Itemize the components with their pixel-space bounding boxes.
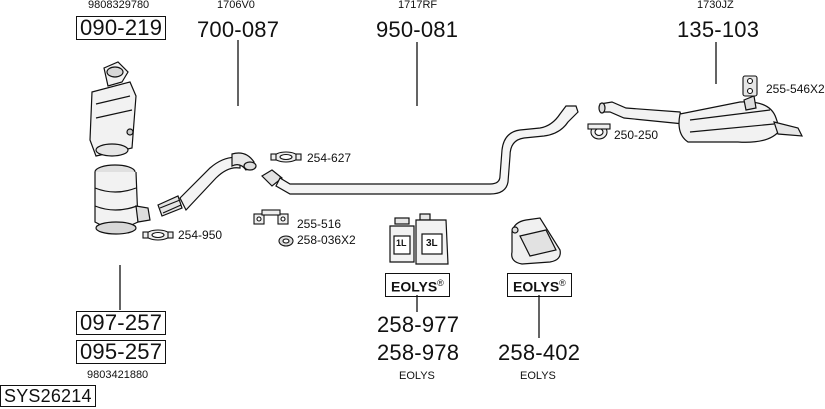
part-number-135-103[interactable]: 135-103 xyxy=(677,17,760,42)
eolys-badge-left: EOLYS® xyxy=(385,273,450,297)
registered-mark-right: ® xyxy=(559,278,566,288)
clamp-254-627-shape xyxy=(270,151,302,163)
front-pipe-shape xyxy=(157,152,257,217)
ref-1717rf: 1717RF xyxy=(398,0,438,11)
diagram-code: SYS26214 xyxy=(0,385,96,407)
caption-eolys-left: EOLYS xyxy=(399,370,435,382)
ref-1706v0: 1706V0 xyxy=(217,0,255,11)
part-number-700-087[interactable]: 700-087 xyxy=(197,17,280,42)
part-number-097-257[interactable]: 097-257 xyxy=(76,311,167,335)
label-258-036x2[interactable]: 258-036X2 xyxy=(297,233,356,247)
clamp-250-250-shape xyxy=(587,123,611,140)
can-large-label: 3L xyxy=(426,238,438,249)
clamp-254-950-shape xyxy=(142,229,174,241)
part-number-258-977[interactable]: 258-977 xyxy=(377,312,460,337)
eolys-badge-right: EOLYS® xyxy=(507,273,572,297)
can-small-label: 1L xyxy=(396,238,407,248)
caption-eolys-right: EOLYS xyxy=(520,370,556,382)
eolys-can-large xyxy=(415,213,449,265)
center-pipe-shape xyxy=(261,105,579,195)
label-254-627[interactable]: 254-627 xyxy=(307,151,352,165)
part-number-258-978[interactable]: 258-978 xyxy=(377,340,460,365)
ref-1730jz: 1730JZ xyxy=(697,0,734,11)
part-number-950-081[interactable]: 950-081 xyxy=(376,17,459,42)
ref-9803421880: 9803421880 xyxy=(87,369,149,381)
part-number-090-219[interactable]: 090-219 xyxy=(76,16,167,40)
registered-mark-left: ® xyxy=(437,278,444,288)
catalyst-upper xyxy=(89,61,137,157)
mount-255-516-shape xyxy=(253,209,289,225)
label-250-250[interactable]: 250-250 xyxy=(614,128,659,142)
label-255-516[interactable]: 255-516 xyxy=(297,217,342,231)
part-number-258-402[interactable]: 258-402 xyxy=(498,340,581,365)
ring-258-036-shape xyxy=(278,235,294,247)
rear-silencer-shape xyxy=(598,95,804,143)
eolys-badge-right-text: EOLYS xyxy=(513,278,560,295)
hanger-255-546-shape xyxy=(742,75,758,97)
label-255-546x2[interactable]: 255-546X2 xyxy=(766,82,825,96)
part-number-095-257[interactable]: 095-257 xyxy=(76,340,167,364)
ref-9808329780: 9808329780 xyxy=(88,0,150,11)
eolys-badge-left-text: EOLYS xyxy=(391,278,438,295)
dpf-lower xyxy=(94,164,151,235)
label-254-950[interactable]: 254-950 xyxy=(178,228,223,242)
eolys-can-small xyxy=(389,217,415,263)
eolys-pouch xyxy=(511,217,561,265)
